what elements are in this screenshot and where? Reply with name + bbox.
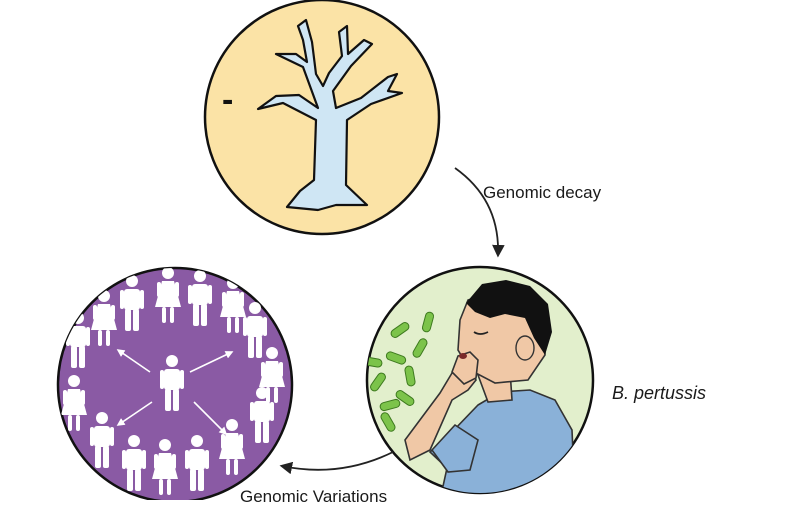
bacterium (412, 338, 428, 358)
minus-sign: - (222, 81, 233, 119)
tree-circle: - (203, 0, 441, 236)
bacterium (395, 390, 415, 406)
dead-tree-icon (256, 18, 404, 212)
population-circle (56, 266, 294, 500)
bacteria-icon (367, 311, 435, 432)
bacterium (390, 322, 410, 338)
bacterium (404, 365, 416, 387)
bacterium (421, 311, 435, 333)
spread-arrow (116, 401, 153, 426)
coughing-child-icon (367, 280, 576, 493)
genomic-decay-label: Genomic decay (483, 183, 602, 202)
arrow-genomic-variations (279, 451, 394, 475)
genomic-variations-label: Genomic Variations (240, 487, 388, 506)
spread-arrow (116, 349, 151, 373)
arrow-icon (116, 349, 234, 436)
spread-arrow (193, 401, 228, 436)
bacterium (385, 351, 407, 365)
arrow-genomic-decay (454, 167, 505, 258)
child-circle (365, 265, 595, 495)
spread-arrow (189, 351, 234, 373)
pathogen-label: B. pertussis (612, 383, 707, 403)
bacterium (379, 398, 401, 412)
bacterium (370, 372, 386, 392)
bacterium (380, 412, 396, 432)
